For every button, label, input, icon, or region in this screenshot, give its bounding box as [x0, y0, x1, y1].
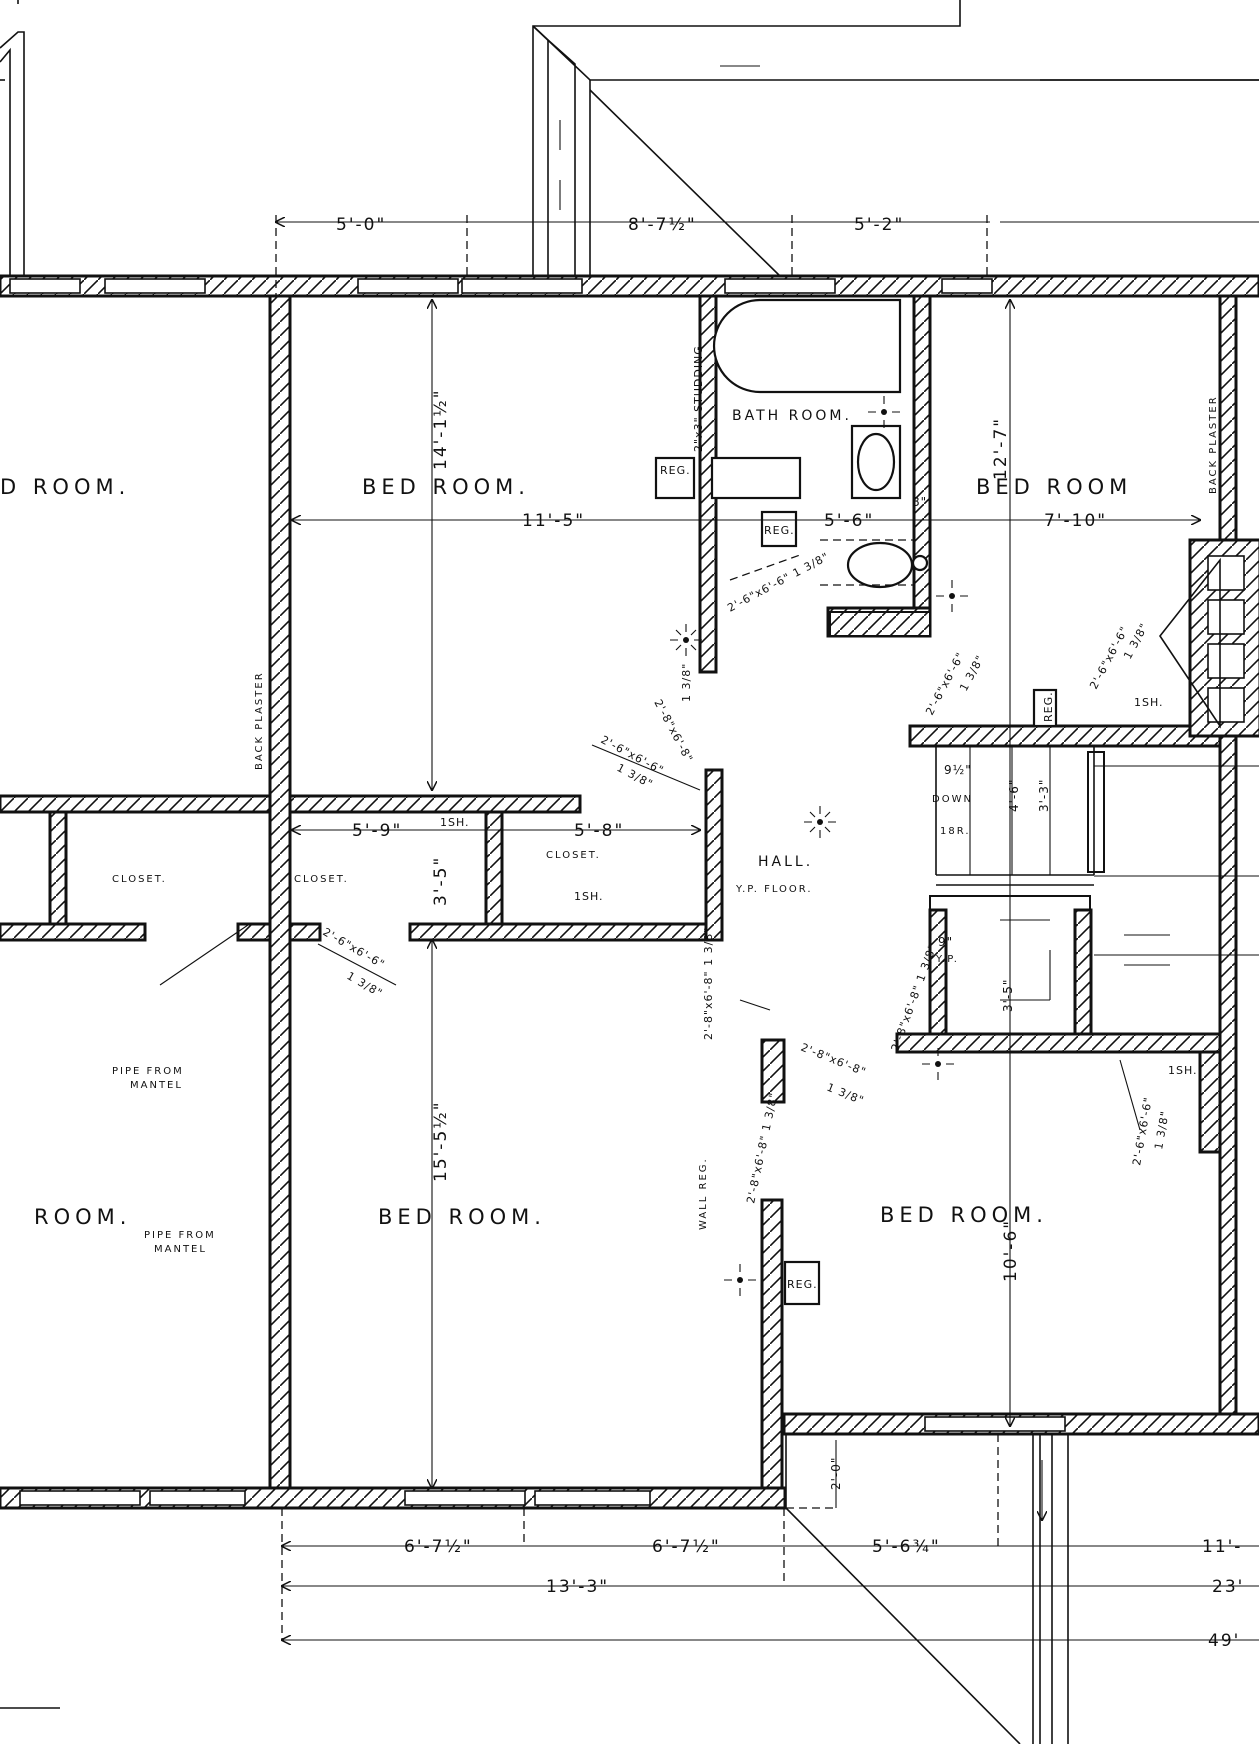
- dim-bot-3: 5'-6¾": [872, 1537, 941, 1557]
- door-note-6a: 2'-6"x6'-6": [321, 925, 388, 971]
- note-sh-1: 1SH.: [440, 816, 470, 829]
- dim-h-bed-top: 11'-5": [522, 511, 585, 531]
- dim-bot-1: 6'-7½": [404, 1537, 473, 1557]
- room-label-closet-center: CLOSET.: [294, 874, 349, 885]
- note-vp: Y.P.: [935, 954, 959, 965]
- door-note-7: 2'-8"x6'-8" 1 3/8": [702, 927, 715, 1040]
- dim-top-2: 8'-7½": [628, 215, 697, 235]
- note-sh-2: 1SH.: [574, 890, 604, 903]
- room-label-bath: BATH ROOM.: [732, 408, 852, 424]
- dim-total-1: 13'-3": [546, 1577, 609, 1597]
- leaders: [159, 744, 1141, 1131]
- note-pipe-2a: PIPE FROM: [144, 1230, 216, 1241]
- stairs: [935, 746, 1259, 1001]
- note-reg-4: REG.: [1042, 691, 1055, 722]
- dim-closet-w2: 5'-8": [574, 821, 624, 841]
- notes: BACK PLASTER BACK PLASTER PIPE FROM MANT…: [112, 345, 1219, 1291]
- bath-fixtures: [710, 298, 931, 637]
- roof-frame: [17, 0, 1259, 277]
- note-pipe-1b: MANTEL: [130, 1080, 183, 1091]
- registers: [654, 456, 1058, 1306]
- door-note-2a: 2'-8"x6'-8": [651, 697, 695, 765]
- note-pipe-2b: MANTEL: [154, 1244, 207, 1255]
- note-studding: 2"x3" STUDDING: [692, 345, 705, 452]
- dim-bot-2: 6'-7½": [652, 1537, 721, 1557]
- door-note-8b: 1 3/8": [825, 1081, 866, 1108]
- door-note-2b: 1 3/8": [680, 663, 693, 702]
- dim-v-right-top: 12'-7": [991, 417, 1011, 480]
- door-note-6b: 1 3/8": [345, 969, 386, 1000]
- note-wall-reg: WALL REG.: [698, 1157, 709, 1230]
- room-label-hall: HALL.: [758, 854, 813, 870]
- door-note-10a: 2'-6"x6'-6": [1130, 1096, 1155, 1167]
- dim-h-right-top: 7'-10": [1044, 511, 1107, 531]
- dim-h-bath: 5'-6": [824, 511, 874, 531]
- dim-v-right-bottom: 10'-6": [1001, 1219, 1021, 1282]
- dim-stair-9: 9": [938, 935, 953, 949]
- dim-bath-8: 8": [912, 495, 927, 509]
- porch-lines: [0, 1434, 1069, 1744]
- interior-walls: [0, 294, 1259, 1490]
- upper-left-frame: [0, 31, 25, 276]
- note-sh-4: 1SH.: [1168, 1064, 1198, 1077]
- note-sh-3: 1SH.: [1134, 696, 1164, 709]
- dim-bot-4: 11'-: [1202, 1537, 1242, 1557]
- dim-top-1: 5'-0": [336, 215, 386, 235]
- door-note-10b: 1 3/8": [1152, 1110, 1172, 1151]
- room-label-bed-left-top: D ROOM.: [0, 475, 130, 499]
- room-label-bed-right-top: BED ROOM: [976, 475, 1132, 499]
- dim-stair-95: 9½": [944, 763, 972, 777]
- exterior-wall-bottom: [0, 1412, 1259, 1510]
- note-down: DOWN: [932, 794, 973, 805]
- dim-closet-w1: 5'-9": [352, 821, 402, 841]
- door-note-8a: 2'-8"x6'-8": [799, 1041, 868, 1079]
- dim-v-bed-bottom: 15'-5½": [431, 1100, 451, 1182]
- room-label-hall-floor: Y.P. FLOOR.: [735, 884, 813, 895]
- dimension-lines: [276, 215, 1259, 1640]
- dim-stair-35: 3'-5": [1001, 979, 1015, 1012]
- dim-total-2: 23': [1212, 1577, 1244, 1597]
- dim-porch-20: 2'-0": [829, 1457, 843, 1490]
- room-label-closet-left: CLOSET.: [112, 874, 167, 885]
- dim-top-3: 5'-2": [854, 215, 904, 235]
- note-pipe-1a: PIPE FROM: [112, 1066, 184, 1077]
- note-reg-3: REG.: [787, 1278, 818, 1291]
- room-label-bed-center-top: BED ROOM.: [362, 475, 530, 499]
- room-labels: D ROOM. BED ROOM. BATH ROOM. BED ROOM CL…: [0, 408, 1132, 1229]
- dimension-labels: 5'-0" 8'-7½" 5'-2" 14'-1½" 11'-5" 5'-6" …: [336, 215, 1244, 1651]
- note-reg-2: REG.: [764, 524, 795, 537]
- note-back-plaster-right: BACK PLASTER: [1208, 395, 1219, 494]
- room-label-bed-center-bottom: BED ROOM.: [378, 1205, 546, 1229]
- note-risers: 18R.: [940, 826, 971, 837]
- room-label-closet-right: CLOSET.: [546, 850, 601, 861]
- door-note-5b: 1 3/8": [1121, 621, 1151, 662]
- dim-v-bed-top: 14'-1½": [431, 388, 451, 470]
- dim-stair-33: 3'-3": [1037, 779, 1051, 812]
- exterior-wall-top: [0, 274, 1259, 298]
- door-note-11: 2'-8"x6'-8" 1 3/8": [744, 1091, 780, 1205]
- light-fixtures: [670, 396, 968, 1296]
- note-reg-1: REG.: [660, 464, 691, 477]
- note-back-plaster-left: BACK PLASTER: [254, 671, 265, 770]
- door-note-1: 2'-6"x6'-6" 1 3/8": [725, 550, 831, 615]
- dim-closet-v: 3'-5": [431, 856, 451, 906]
- room-label-left-bottom: ROOM.: [34, 1205, 131, 1229]
- room-label-bed-right-bottom: BED ROOM.: [880, 1203, 1048, 1227]
- dim-stair-46: 4'-6": [1007, 779, 1021, 812]
- dim-total-3: 49': [1208, 1631, 1240, 1651]
